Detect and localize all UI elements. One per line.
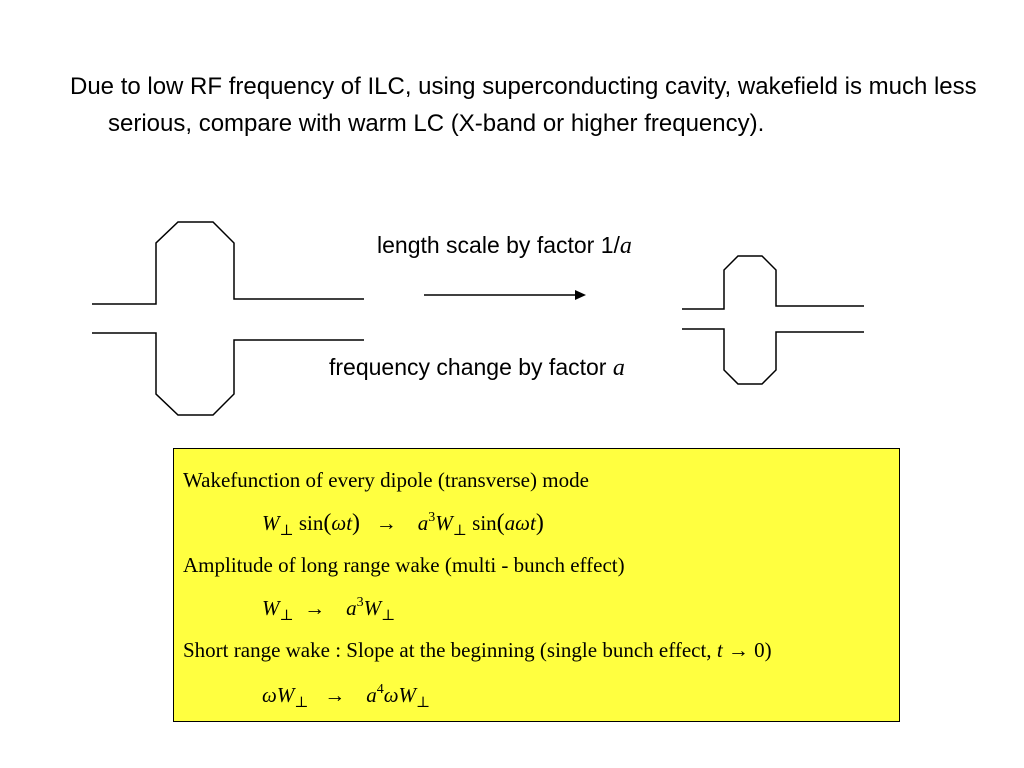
short-range-text: Short range wake : Slope at the beginnin… [183, 638, 717, 662]
eq2-lhs-var: W [262, 596, 280, 620]
cavity-scaling-diagram [92, 221, 864, 416]
long-range-equation: W⊥ → a3W⊥ [262, 595, 396, 624]
eq2-rhs-sub: ⊥ [381, 608, 396, 624]
eq3-rhs-exp: 4 [376, 682, 384, 697]
eq1-lhs-sub: ⊥ [279, 523, 294, 539]
eq3-lhs-var: ωW [262, 683, 295, 707]
eq1-rhs-coef: a [417, 511, 429, 535]
long-range-heading: Amplitude of long range wake (multi - bu… [183, 553, 625, 577]
eq2-arrow: → [304, 596, 326, 620]
eq1-rhs-func: sin [472, 511, 497, 535]
eq1-lhs-func: sin [298, 511, 324, 535]
large-cavity-shape [92, 221, 364, 416]
eq2-rhs-var: W [363, 596, 382, 620]
length-scale-label: length scale by factor 1/a [377, 232, 632, 260]
eq1-arrow: → [375, 511, 397, 535]
eq1-rhs-var: W [435, 511, 453, 535]
frequency-change-label: frequency change by factor a [329, 354, 625, 382]
eq1-lhs-var: W [262, 511, 280, 535]
eq3-arrow: → [324, 683, 346, 707]
frequency-change-text: frequency change by factor [329, 354, 613, 380]
length-scale-text: length scale by factor 1/ [377, 232, 620, 258]
eq3-rhs-var: ωW [383, 683, 417, 707]
right-arrow-icon [424, 290, 586, 300]
dipole-wake-equation: W⊥ sin(ωt) → a3W⊥ sin(aωt) [262, 510, 544, 539]
eq1-rhs-exp: 3 [428, 510, 436, 525]
eq2-rhs-exp: 3 [356, 595, 364, 610]
eq1-rhs-sub: ⊥ [452, 523, 467, 539]
length-scale-variable: a [619, 233, 632, 259]
small-cavity-shape [682, 255, 864, 385]
short-range-variable: t [716, 638, 723, 662]
eq3-rhs-sub: ⊥ [416, 695, 431, 711]
eq3-lhs-sub: ⊥ [294, 695, 309, 711]
eq1-lhs-arg: ωt [331, 511, 353, 535]
eq2-rhs-coef: a [346, 596, 357, 620]
frequency-change-variable: a [612, 355, 625, 381]
intro-paragraph: Due to low RF frequency of ILC, using su… [70, 73, 977, 137]
wake-scaling-box: Wakefunction of every dipole (transverse… [173, 448, 900, 722]
dipole-mode-heading: Wakefunction of every dipole (transverse… [183, 468, 589, 492]
eq3-rhs-coef: a [366, 683, 377, 707]
eq1-rhs-arg: aωt [504, 511, 536, 535]
short-range-tail: → 0) [722, 638, 772, 662]
short-range-equation: ωW⊥ → a4ωW⊥ [262, 682, 431, 711]
short-range-heading: Short range wake : Slope at the beginnin… [183, 638, 772, 663]
eq2-lhs-sub: ⊥ [279, 608, 294, 624]
